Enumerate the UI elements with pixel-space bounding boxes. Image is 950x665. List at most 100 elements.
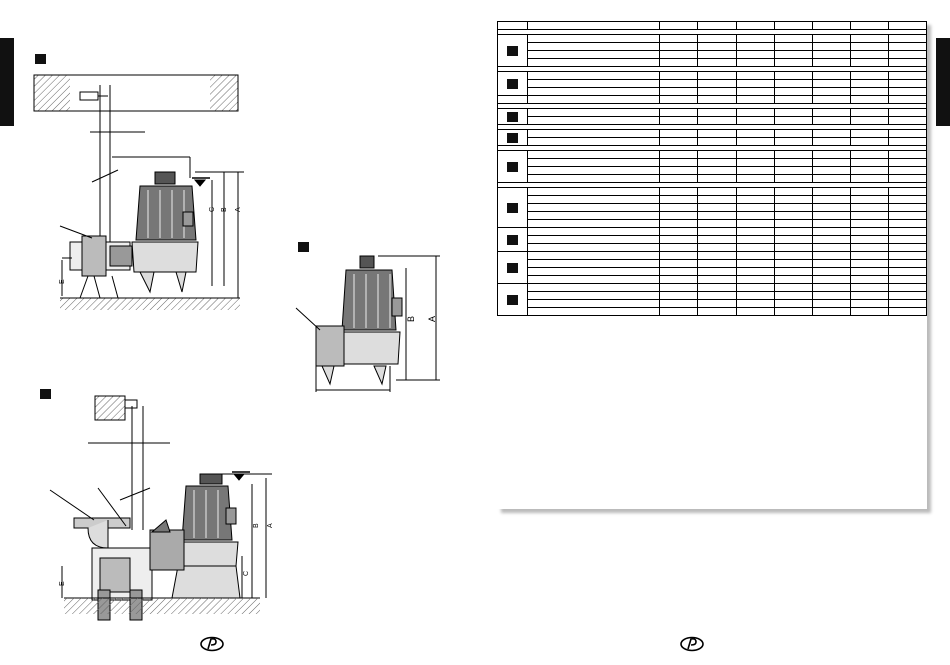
table-row [498,137,928,146]
table-cell [887,235,928,244]
table-cell [527,71,661,80]
table-cell [697,87,737,96]
dimension-label-e: E [59,279,66,284]
table-cell [811,95,851,104]
table-cell [527,275,661,284]
table-cell [697,108,737,117]
table-row [496,71,928,96]
table-cell [659,275,699,284]
table-cell [811,150,851,159]
table-row [498,87,928,96]
table-row [498,243,928,252]
section-marker-square [507,262,518,273]
table-cell [811,267,851,276]
table-cell [773,50,813,59]
table-row [498,174,928,183]
table-cell [811,129,851,138]
table-row [498,211,928,220]
table-row [498,42,928,51]
table-cell [849,203,889,212]
table-cell [849,166,889,175]
table-cell [659,291,699,300]
table-cell [496,283,529,316]
table-cell [735,275,775,284]
table-row [496,108,928,125]
table-cell [773,195,813,204]
table-cell [811,108,851,117]
table-cell [735,174,775,183]
table-cell [527,158,661,167]
table-cell [527,187,661,196]
table-cell [496,150,529,183]
table-cell [811,291,851,300]
table-cell [735,267,775,276]
table-cell [811,166,851,175]
table-cell [811,158,851,167]
table-cell [697,283,737,292]
table-cell [697,259,737,268]
table-row [496,227,928,252]
dimension-label-b: B [221,207,228,212]
table-cell [735,95,775,104]
table-cell [887,87,928,96]
table-cell [735,291,775,300]
table-cell [659,211,699,220]
table-cell [773,299,813,308]
table-cell [887,174,928,183]
table-cell [811,243,851,252]
table-cell [527,116,661,125]
table-cell [735,166,775,175]
table-cell [849,95,889,104]
table-cell [735,116,775,125]
table-cell [773,166,813,175]
language-tab-left: ITALIANO [0,38,14,126]
table-cell [773,137,813,146]
section-marker-square [507,294,518,305]
table-cell [849,158,889,167]
table-header-row [496,21,928,30]
table-cell [735,243,775,252]
table-cell [887,34,928,43]
table-cell [659,267,699,276]
table-cell [527,259,661,268]
table-cell [849,129,889,138]
table-row [498,219,928,228]
table-cell [735,58,775,67]
table-cell [849,299,889,308]
table-cell [811,219,851,228]
table-cell [697,211,737,220]
dimension-label-a: A [427,316,437,322]
table-cell [887,42,928,51]
table-cell [527,211,661,220]
table-cell [659,283,699,292]
dimension-label-b: B [406,316,416,322]
table-cell [849,34,889,43]
table-cell [811,251,851,260]
table-cell [849,108,889,117]
table-cell [735,251,775,260]
table-cell [527,166,661,175]
table-row [498,235,928,244]
table-cell [697,243,737,252]
table-cell [659,21,699,30]
table-cell [697,50,737,59]
table-cell [527,95,661,104]
table-cell [849,116,889,125]
table-cell [697,58,737,67]
table-cell [697,129,737,138]
table-cell [811,275,851,284]
table-cell [887,71,928,80]
table-cell [697,95,737,104]
table-cell [811,203,851,212]
table-cell [849,291,889,300]
table-cell [811,87,851,96]
table-cell [887,150,928,159]
table-cell [496,71,529,96]
table-cell [659,259,699,268]
table-cell [849,42,889,51]
table-cell [527,174,661,183]
table-cell [659,116,699,125]
table-cell [697,34,737,43]
table-cell [887,21,928,30]
table-cell [773,307,813,316]
